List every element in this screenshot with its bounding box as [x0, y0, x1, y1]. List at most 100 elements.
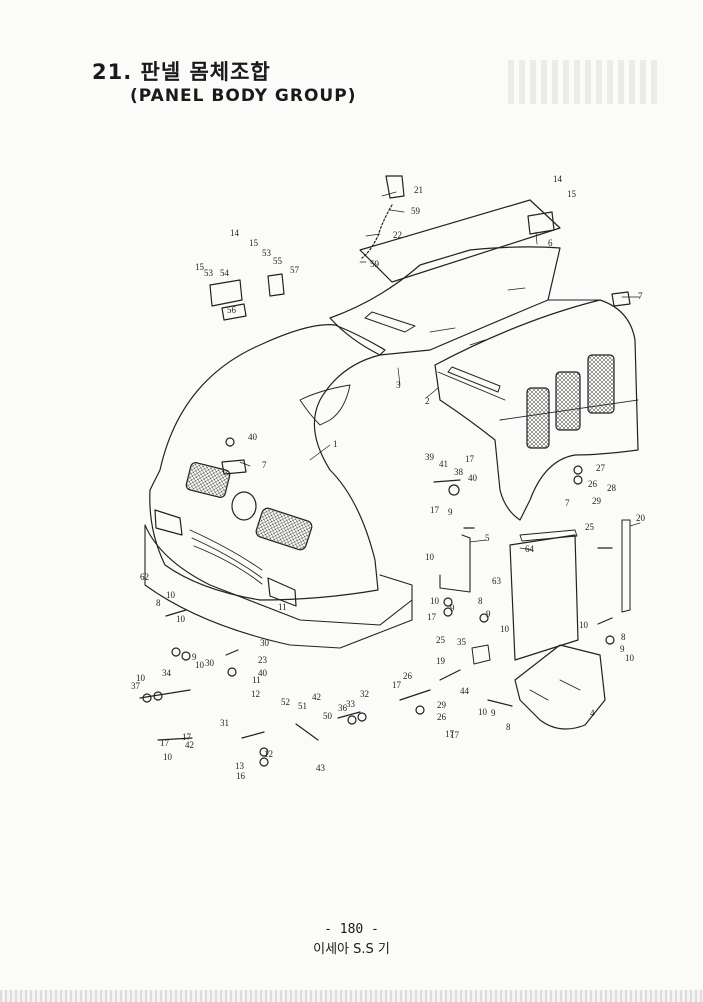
- part-callout: 7: [638, 291, 643, 301]
- part-callout: 44: [460, 686, 470, 696]
- part-callout: 8: [478, 596, 483, 606]
- hinge-block: [209, 279, 243, 307]
- part-callout: 59: [411, 206, 421, 216]
- step-bracket: [514, 644, 606, 730]
- part-callout: 37: [131, 681, 141, 691]
- part-callout: 23: [258, 655, 268, 665]
- part-callout: 41: [439, 459, 448, 469]
- washer: [347, 715, 357, 725]
- part-callout: 10: [579, 620, 589, 630]
- part-callout: 17: [430, 505, 440, 515]
- roof-vent: [364, 311, 416, 333]
- rear-fender-panel: [434, 299, 639, 521]
- part-callout: 19: [436, 656, 446, 666]
- hood-panel: [149, 324, 386, 601]
- side-vent: [447, 366, 501, 393]
- part-callout: 11: [252, 675, 261, 685]
- part-callout: 9: [192, 652, 197, 662]
- part-callout: 34: [162, 668, 172, 678]
- part-callout: 17: [160, 738, 170, 748]
- part-callout: 26: [437, 712, 447, 722]
- washer: [573, 475, 583, 485]
- part-callout: 26: [588, 479, 598, 489]
- part-callout: 54: [220, 268, 230, 278]
- part-callout: 8: [506, 722, 511, 732]
- part-callout: 29: [592, 496, 602, 506]
- washer: [259, 747, 269, 757]
- leader-lines: [239, 191, 641, 551]
- roof-panel: [329, 246, 561, 356]
- plate-56: [221, 303, 247, 321]
- washer: [443, 607, 453, 617]
- bolt-group: [139, 479, 613, 741]
- part-callout: 40: [258, 668, 268, 678]
- part-callout: 10: [430, 596, 440, 606]
- part-callout: 52: [281, 697, 290, 707]
- bracket-35: [471, 644, 491, 665]
- grille-panel-3: [587, 354, 615, 414]
- washer: [573, 465, 583, 475]
- part-callout: 8: [621, 632, 626, 642]
- part-callout: 30: [260, 638, 270, 648]
- washer: [479, 613, 489, 623]
- part-callout: 7: [262, 460, 267, 470]
- part-callout: 62: [140, 572, 149, 582]
- part-callout: 33: [346, 699, 356, 709]
- headlight-right: [267, 577, 297, 607]
- page-footer-caption: 이세아 S.S 기: [313, 942, 390, 957]
- part-callout: 10: [195, 660, 205, 670]
- part-callout: 29: [437, 700, 447, 710]
- part-callout: 13: [235, 761, 245, 771]
- part-callout: 10: [478, 707, 488, 717]
- part-callout: 57: [290, 265, 300, 275]
- part-callout: 63: [492, 576, 502, 586]
- part-callout: 42: [312, 692, 321, 702]
- part-callout: 22: [393, 230, 402, 240]
- part-callout: 30: [205, 658, 215, 668]
- hinge-57: [267, 273, 285, 297]
- part-callout: 28: [607, 483, 617, 493]
- part-callout: 25: [585, 522, 595, 532]
- headlight-left: [154, 509, 183, 536]
- part-callout: 17: [465, 454, 475, 464]
- part-callout: 10: [166, 590, 176, 600]
- part-callout: 53: [262, 248, 272, 258]
- part-callout: 2: [425, 396, 430, 406]
- part-callout: 9: [450, 603, 455, 613]
- plate-7-top: [611, 291, 631, 307]
- front-grille: [189, 529, 263, 585]
- washer: [259, 757, 269, 767]
- part-callout: 10: [136, 673, 146, 683]
- grille-panel-2: [555, 371, 581, 431]
- part-callout: 31: [220, 718, 229, 728]
- part-callout: 10: [425, 552, 435, 562]
- part-callout: 12: [264, 749, 273, 759]
- part-callout: 43: [316, 763, 326, 773]
- part-callout: 14: [553, 174, 563, 184]
- part-callout: 11: [278, 602, 287, 612]
- part-callout: 21: [414, 185, 423, 195]
- part-callout: 55: [273, 256, 283, 266]
- part-callout: 15: [249, 238, 259, 248]
- part-callout: 17: [427, 612, 437, 622]
- part-callout: 42: [185, 740, 194, 750]
- part-callout: 5: [485, 533, 490, 543]
- washer: [357, 712, 367, 722]
- part-callout: 9: [491, 708, 496, 718]
- part-callout: 10: [500, 624, 510, 634]
- page-title-korean: 21. 판넬 몸체조합: [92, 60, 271, 84]
- washer: [225, 437, 235, 447]
- bleed-through-text: [508, 60, 658, 104]
- part-callout: 14: [230, 228, 240, 238]
- hinge-6: [527, 211, 555, 235]
- part-callout: 17: [445, 729, 455, 739]
- part-callout: 40: [468, 473, 478, 483]
- washer: [443, 597, 453, 607]
- strap-22: [361, 204, 393, 259]
- washer: [153, 691, 163, 701]
- washer: [181, 651, 191, 661]
- part-callout: 15: [567, 189, 577, 199]
- page-number: - 180 -: [324, 922, 379, 937]
- page-title-english: (PANEL BODY GROUP): [130, 86, 357, 106]
- washer: [415, 705, 425, 715]
